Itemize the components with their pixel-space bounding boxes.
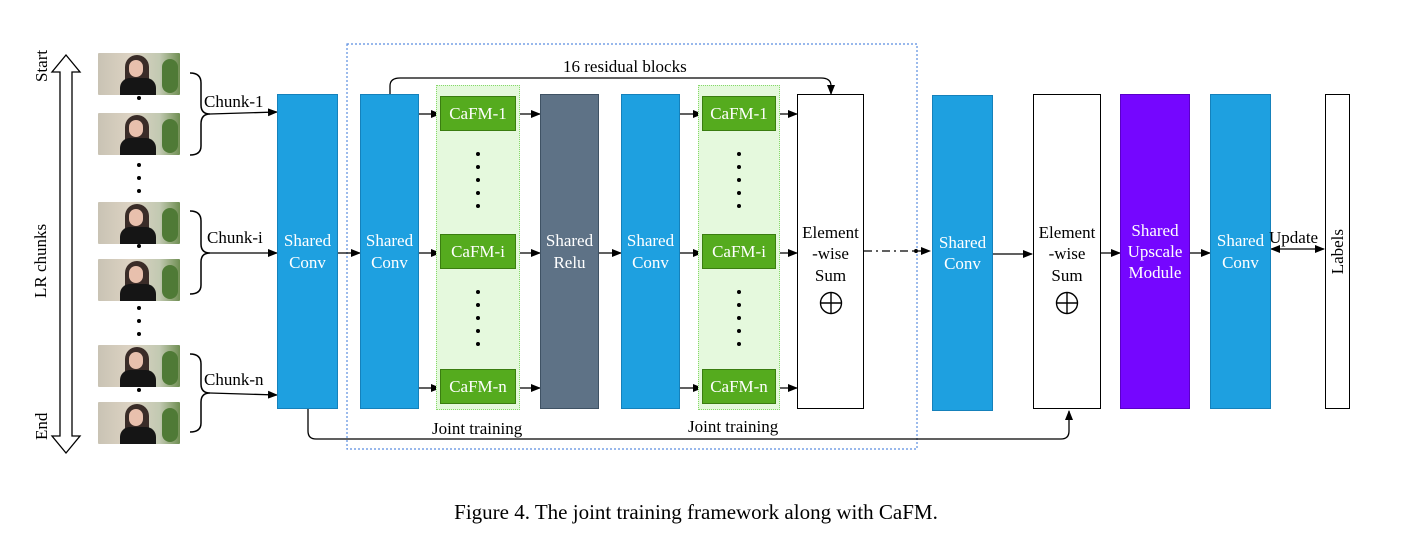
shared-conv-block: Shared Conv — [360, 94, 419, 409]
ellipsis-dots — [137, 388, 141, 401]
shared-conv-block: Shared Conv — [1210, 94, 1271, 409]
lr-chunks-axis-arrow — [50, 53, 82, 455]
chunk-label: Chunk-i — [207, 228, 263, 247]
video-frame-thumbnail — [98, 202, 180, 244]
oplus-icon — [819, 291, 842, 314]
ellipsis-dots — [137, 244, 141, 257]
shared-upscale-module-block: Shared Upscale Module — [1120, 94, 1190, 409]
ellipsis-dot — [914, 249, 918, 253]
joint-training-label: Joint training — [688, 417, 779, 436]
start-label: Start — [32, 49, 51, 82]
video-frame-thumbnail — [98, 113, 180, 155]
video-frame-thumbnail — [98, 259, 180, 301]
shared-conv-block: Shared Conv — [932, 95, 993, 411]
update-label: Update — [1269, 228, 1319, 247]
figure-caption: Figure 4. The joint training framework a… — [454, 500, 938, 524]
cafm-module: CaFM-1 — [702, 96, 776, 131]
video-frame-thumbnail — [98, 402, 180, 444]
oplus-icon — [1055, 291, 1079, 314]
residual-blocks-frame — [346, 43, 918, 450]
cafm-module: CaFM-i — [702, 234, 776, 269]
shared-conv-block: Shared Conv — [621, 94, 680, 409]
cafm-module: CaFM-n — [440, 369, 516, 404]
element-wise-sum-block: Element -wise Sum — [797, 94, 864, 409]
shared-conv-block: Shared Conv — [277, 94, 338, 409]
cafm-module: CaFM-1 — [440, 96, 516, 131]
ellipsis-dots — [737, 290, 741, 355]
ellipsis-dots — [137, 163, 141, 202]
ellipsis-dots — [476, 290, 480, 355]
shared-relu-block: Shared Relu — [540, 94, 599, 409]
element-wise-sum-block: Element -wise Sum — [1033, 94, 1101, 409]
ellipsis-dots — [137, 306, 141, 345]
joint-training-label: Joint training — [432, 419, 523, 438]
element-wise-sum-label: Element -wise Sum — [802, 223, 859, 285]
video-frame-thumbnail — [98, 345, 180, 387]
lr-chunks-label: LR chunks — [31, 223, 50, 298]
ellipsis-dots — [476, 152, 480, 217]
chunk-label: Chunk-n — [204, 370, 264, 389]
labels-text: Labels — [1327, 228, 1347, 275]
residual-blocks-label: 16 residual blocks — [563, 57, 687, 76]
end-label: End — [32, 412, 51, 440]
ellipsis-dots — [737, 152, 741, 217]
video-frame-thumbnail — [98, 53, 180, 95]
ellipsis-dots — [137, 96, 141, 109]
element-wise-sum-label: Element -wise Sum — [1038, 223, 1096, 285]
labels-block: Labels — [1325, 94, 1350, 409]
chunk-label: Chunk-1 — [204, 92, 264, 111]
cafm-module: CaFM-n — [702, 369, 776, 404]
cafm-module: CaFM-i — [440, 234, 516, 269]
